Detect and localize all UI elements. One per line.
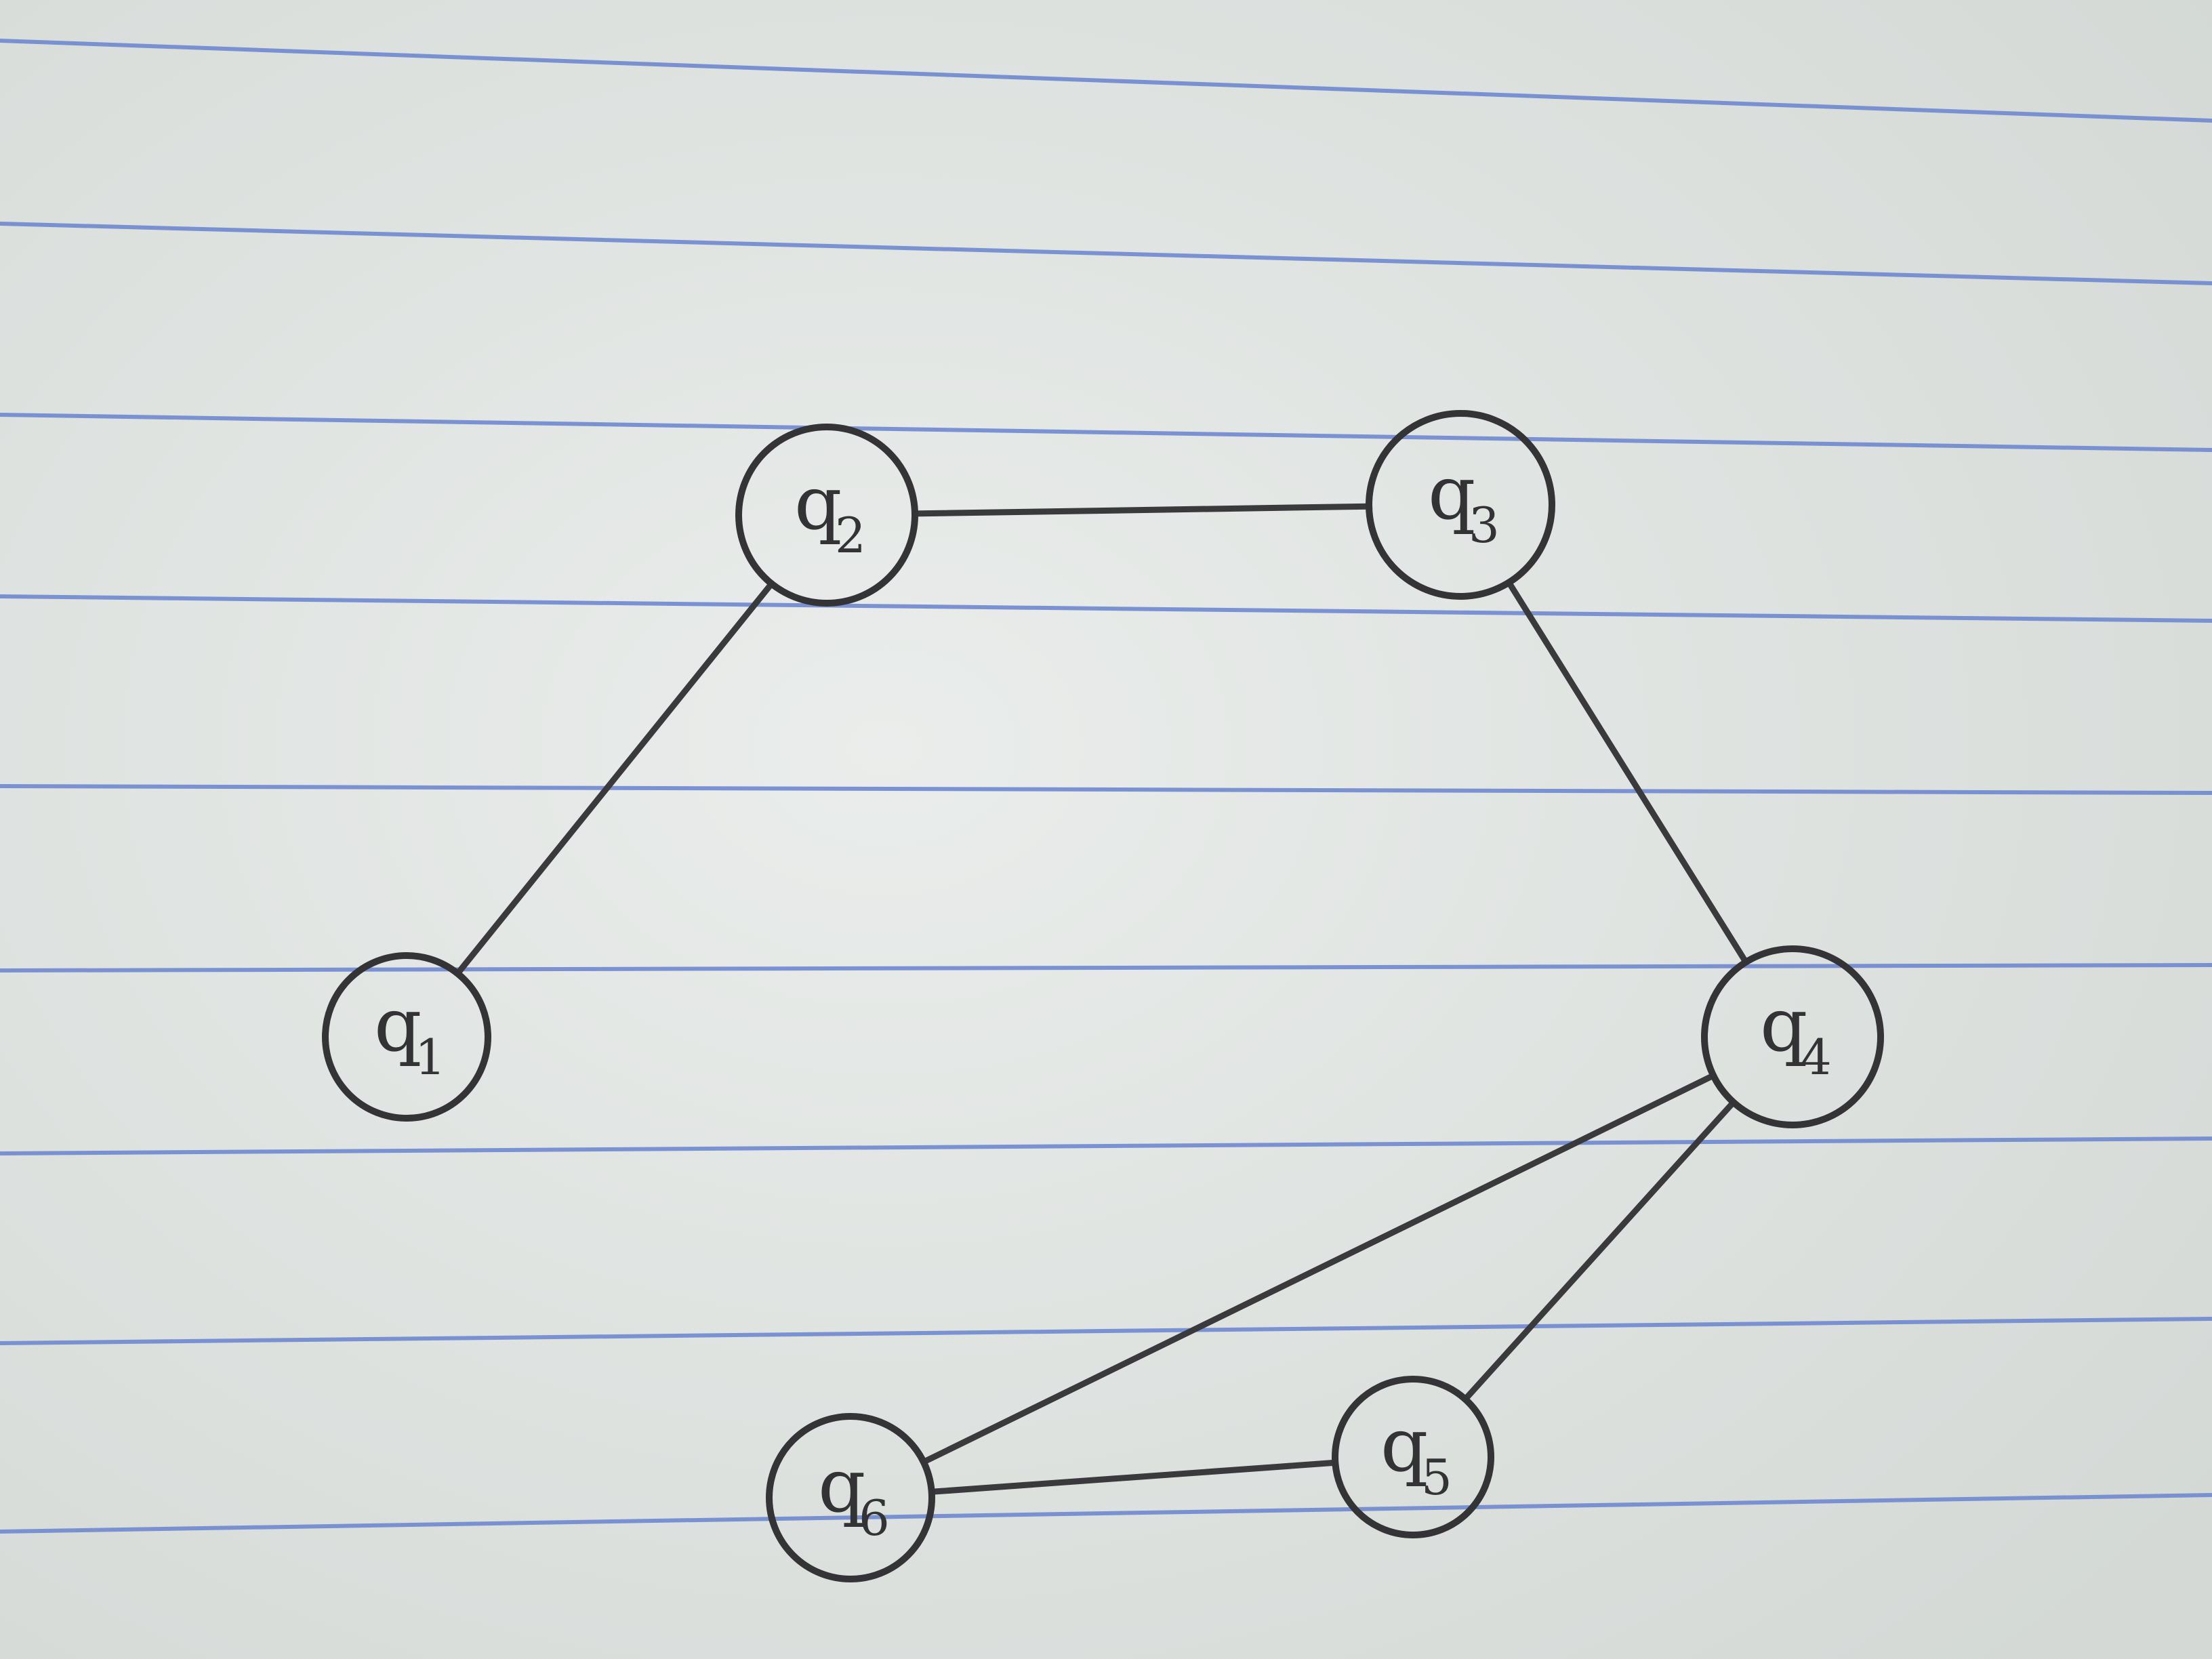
- node-label: q: [818, 1442, 865, 1529]
- node-subscript: 6: [859, 1490, 890, 1547]
- node-circle: [735, 424, 918, 607]
- graph-edges: [454, 503, 1749, 1495]
- node-circle: [1332, 1376, 1494, 1538]
- edge-q3-q4: [1506, 579, 1749, 966]
- node-q5: q5: [1332, 1376, 1494, 1538]
- node-label: q: [1428, 449, 1475, 536]
- node-circle: [1701, 945, 1884, 1128]
- ruled-lines: [0, 39, 2212, 1534]
- node-q3: q3: [1366, 410, 1555, 600]
- node-subscript: 4: [1801, 1029, 1832, 1086]
- ruled-line: [0, 222, 2212, 285]
- node-circle: [322, 952, 491, 1122]
- ruled-line: [0, 1136, 2212, 1155]
- node-q6: q6: [766, 1413, 935, 1582]
- node-label: q: [374, 981, 422, 1068]
- edge-q1-q2: [454, 580, 775, 977]
- ruled-line: [0, 594, 2212, 623]
- node-label: q: [1760, 981, 1807, 1068]
- edge-q2-q3: [912, 503, 1372, 517]
- node-q1: q1: [322, 952, 491, 1122]
- edge-q5-q6: [928, 1459, 1338, 1495]
- node-circle: [766, 1413, 935, 1582]
- node-subscript: 5: [1421, 1449, 1452, 1506]
- ruled-line: [0, 784, 2212, 795]
- node-circle: [1366, 410, 1555, 600]
- edge-q4-q6: [920, 1072, 1717, 1465]
- ruled-line: [0, 1317, 2212, 1345]
- node-subscript: 1: [415, 1029, 446, 1086]
- node-label: q: [794, 459, 842, 546]
- node-subscript: 2: [835, 507, 866, 564]
- node-subscript: 3: [1469, 497, 1500, 554]
- ruled-line: [0, 1493, 2212, 1534]
- node-q2: q2: [735, 424, 918, 607]
- node-q4: q4: [1701, 945, 1884, 1128]
- edge-q4-q5: [1462, 1099, 1737, 1403]
- ruled-line: [0, 413, 2212, 452]
- node-label: q: [1380, 1401, 1428, 1488]
- ruled-line: [0, 39, 2212, 123]
